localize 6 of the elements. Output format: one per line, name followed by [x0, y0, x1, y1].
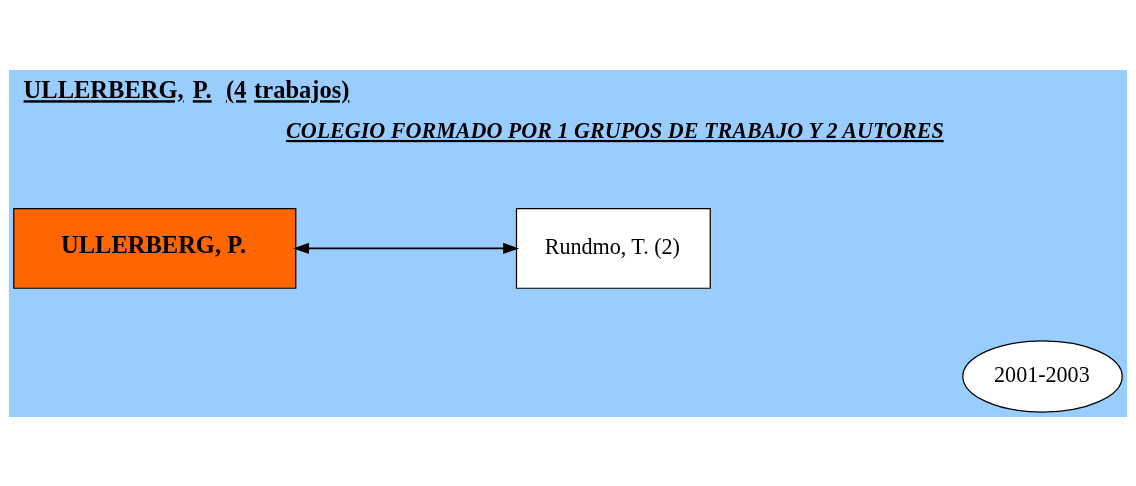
- label: COLEGIO FORMADO POR 1 GRUPOS DE TRABAJO Y 2 AUTORES: [285, 117, 944, 143]
- node-ellipse: 2001-2003: [962, 339, 1123, 413]
- node-box: Rundmo, T. (2): [515, 207, 711, 289]
- arrow: [293, 242, 520, 254]
- diagram-title: ULLERBERG, P. (4 trabajos): [23, 75, 350, 103]
- node-box: ULLERBERG, P.: [13, 207, 297, 289]
